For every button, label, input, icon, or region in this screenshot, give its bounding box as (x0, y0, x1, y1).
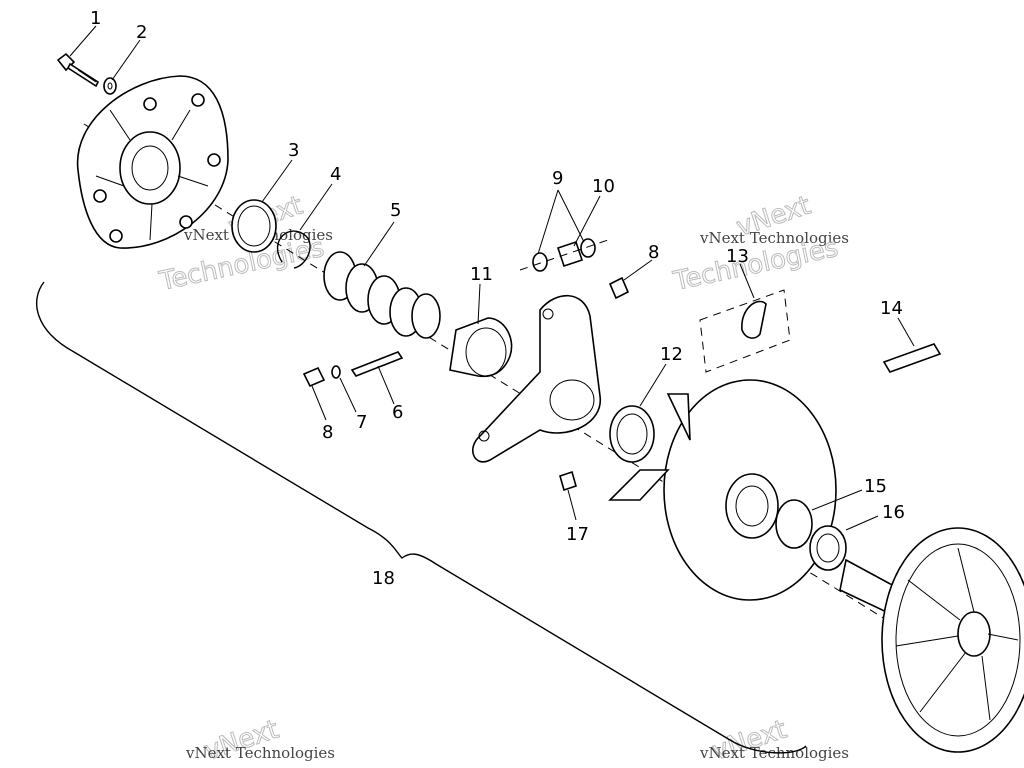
part-3-bushing (231, 199, 277, 253)
part-11-roller (449, 317, 513, 378)
part-8-nut-left (302, 366, 326, 388)
part-13-clip (699, 289, 791, 373)
callout-3: 3 (288, 140, 299, 161)
callout-12: 12 (660, 344, 683, 365)
svg-text:vNext Technologies: vNext Technologies (185, 744, 335, 762)
part-17-nut (559, 470, 577, 492)
callout-8-left: 8 (322, 422, 333, 443)
callout-11: 11 (470, 264, 493, 285)
part-4-snap-ring (276, 230, 311, 269)
watermark-right-top: vNext vNext Technologies Technologies (670, 190, 849, 297)
fixed-sheave (839, 527, 1024, 753)
callout-15: 15 (864, 476, 887, 497)
part-16-ring (809, 525, 847, 571)
leader-lines (69, 25, 915, 531)
callout-5: 5 (390, 200, 401, 221)
part-7-washer (331, 365, 341, 379)
callout-6: 6 (392, 402, 403, 423)
part-2-washer (103, 77, 117, 95)
part-18-bracket (36, 281, 807, 754)
callout-1: 1 (90, 8, 101, 29)
guide-line-9 (519, 239, 609, 271)
callout-17: 17 (566, 524, 589, 545)
callout-4: 4 (330, 164, 341, 185)
callout-18: 18 (372, 568, 395, 589)
watermark-right-bottom: vNext vNext Technologies (699, 714, 849, 767)
part-10-bushing (556, 240, 584, 268)
watermark-left-bottom: vNext vNext Technologies (185, 714, 335, 767)
part-1-bolt (56, 52, 100, 88)
part-9-washers (532, 238, 596, 272)
callout-10: 10 (592, 176, 615, 197)
callout-labels: 1 2 3 4 5 6 7 8 8 9 10 11 12 13 14 15 16… (90, 8, 905, 589)
part-14-pin (882, 343, 942, 373)
callout-13: 13 (726, 246, 749, 267)
callout-9: 9 (552, 168, 563, 189)
callout-2: 2 (136, 22, 147, 43)
callout-8-right: 8 (648, 242, 659, 263)
part-6-pin (350, 351, 404, 377)
clutch-cover (76, 75, 229, 249)
part-8-nut-right (608, 276, 630, 300)
callout-7: 7 (356, 412, 367, 433)
spider-arm (471, 294, 601, 463)
callout-14: 14 (880, 298, 903, 319)
svg-text:vNext Technologies: vNext Technologies (699, 229, 849, 247)
part-15-bushing (775, 499, 813, 549)
callout-16: 16 (882, 502, 905, 523)
part-12-ring (609, 405, 655, 463)
part-5-spring (323, 251, 441, 339)
